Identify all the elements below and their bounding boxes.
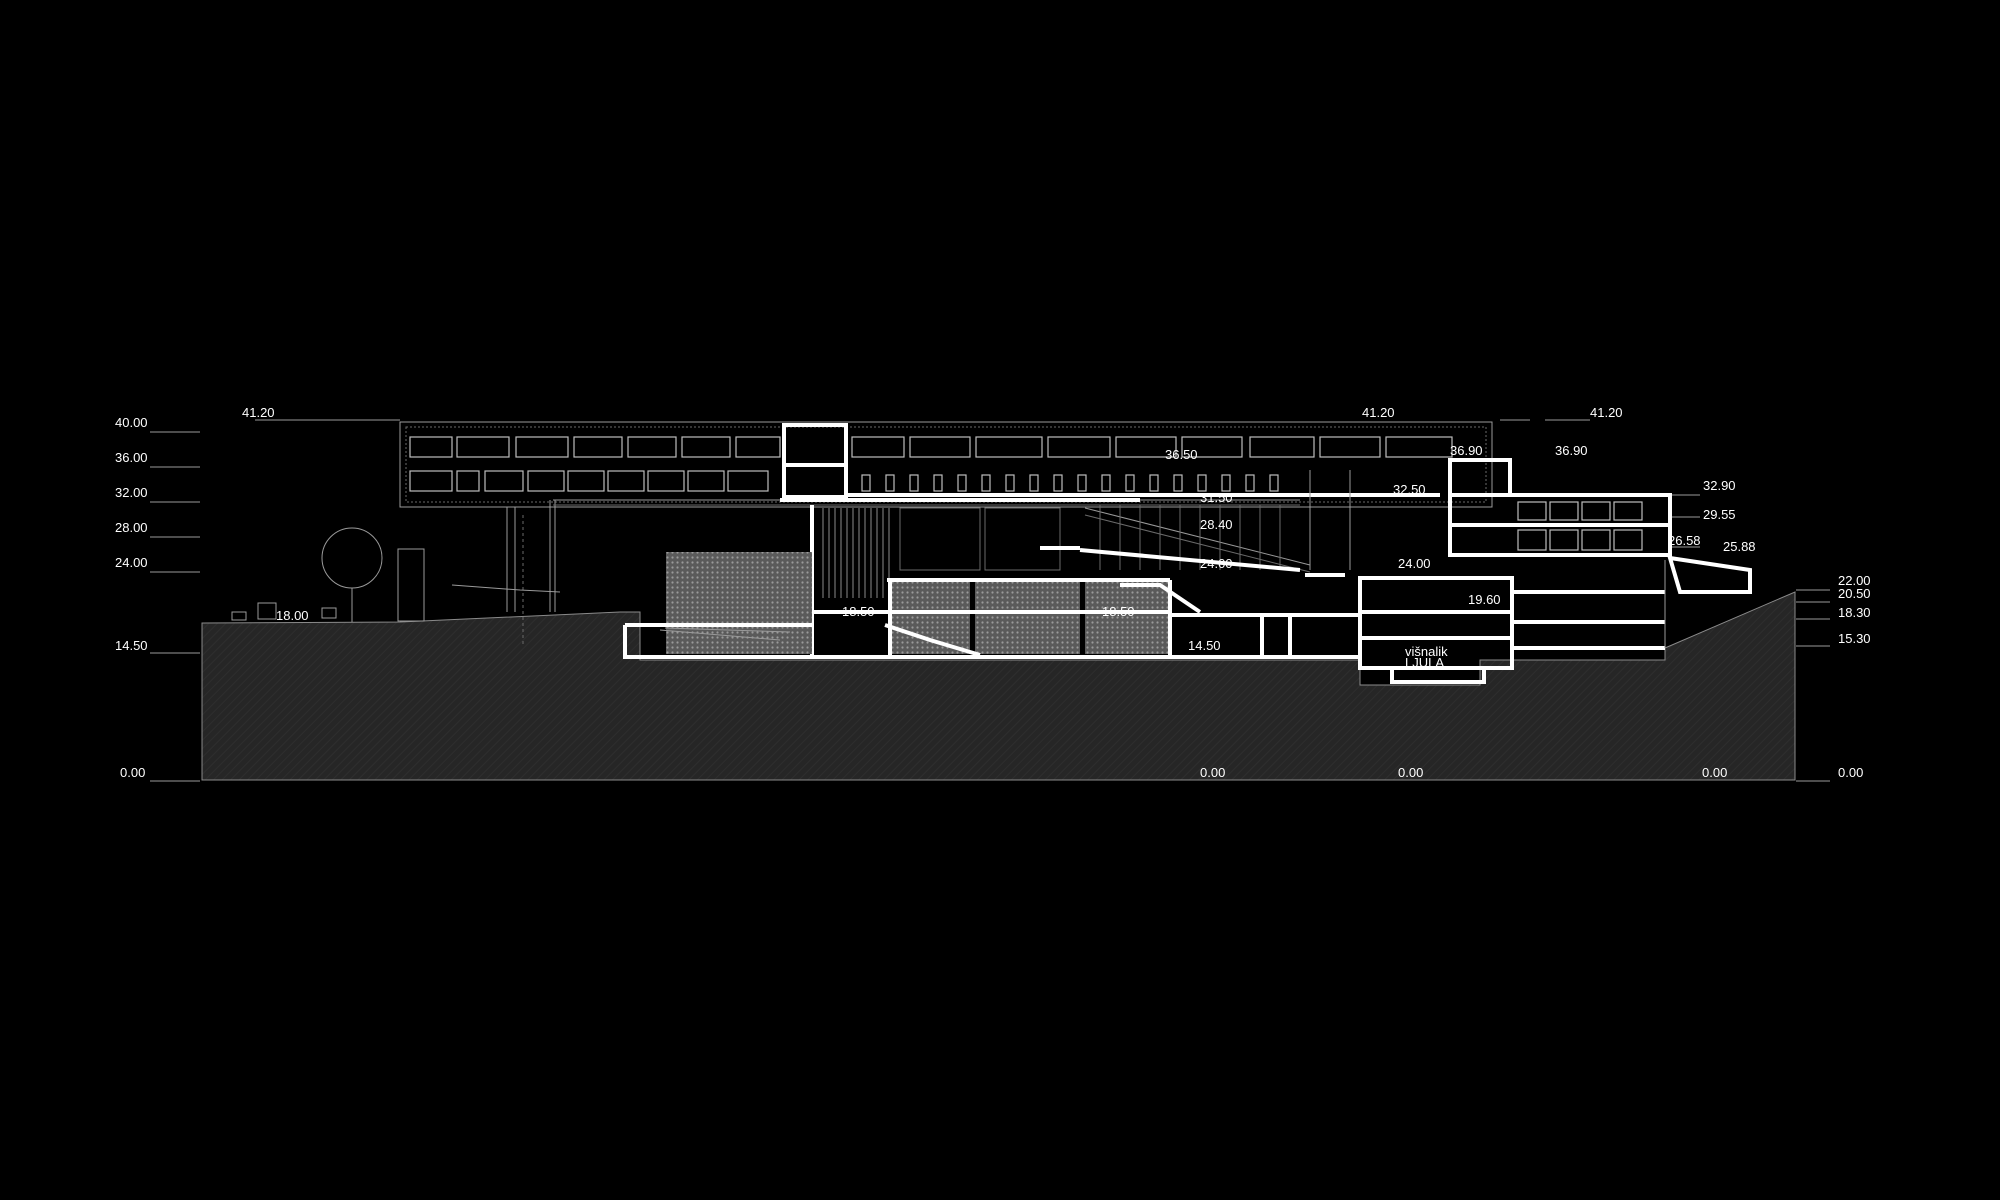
right-level-ticks xyxy=(1670,494,1830,782)
level-label: 32.50 xyxy=(1393,482,1426,497)
room-label: višnalik LJULA xyxy=(1405,644,1448,670)
level-label: 41.20 xyxy=(242,405,275,420)
level-label: 20.50 xyxy=(1838,586,1871,601)
level-label: 14.50 xyxy=(1188,638,1221,653)
level-label: 31.50 xyxy=(1200,490,1233,505)
level-label: 0.00 xyxy=(1398,765,1423,780)
level-label: 14.50 xyxy=(115,638,148,653)
right-level-labels: 32.90 29.55 26.58 25.88 22.00 20.50 18.3… xyxy=(1668,478,1871,646)
level-label: 24.00 xyxy=(1200,556,1233,571)
level-label: 32.90 xyxy=(1703,478,1736,493)
level-label: 18.50 xyxy=(1102,604,1135,619)
level-label: 36.90 xyxy=(1450,443,1483,458)
level-label: 0.00 xyxy=(120,765,145,780)
room-label-line2: LJULA xyxy=(1405,655,1444,670)
level-label: 18.50 xyxy=(842,604,875,619)
street-scene xyxy=(231,527,561,622)
level-label: 29.55 xyxy=(1703,507,1736,522)
level-label: 18.00 xyxy=(276,608,309,623)
level-label: 28.00 xyxy=(115,520,148,535)
base-level-labels: 0.00 0.00 0.00 0.00 xyxy=(1200,765,1863,780)
level-label: 40.00 xyxy=(115,415,148,430)
mid-section-structure xyxy=(506,498,1345,657)
level-label: 41.20 xyxy=(1362,405,1395,420)
level-label: 24.00 xyxy=(115,555,148,570)
level-label: 26.58 xyxy=(1668,533,1701,548)
level-label: 0.00 xyxy=(1838,765,1863,780)
level-label: 36.90 xyxy=(1555,443,1588,458)
roof-level-labels: 41.20 41.20 41.20 36.90 36.90 xyxy=(242,405,1623,458)
level-label: 15.30 xyxy=(1838,631,1871,646)
left-level-ticks xyxy=(150,419,1590,782)
interior-level-labels: 36.50 31.50 28.40 32.50 24.00 24.00 19.6… xyxy=(276,447,1501,653)
right-parking-block xyxy=(1309,458,1752,684)
level-label: 24.00 xyxy=(1398,556,1431,571)
upper-floating-block xyxy=(399,421,1493,508)
lower-floor-slabs xyxy=(623,578,1360,659)
level-label: 18.30 xyxy=(1838,605,1871,620)
level-label: 19.60 xyxy=(1468,592,1501,607)
ground-mass xyxy=(201,591,1796,781)
level-label: 0.00 xyxy=(1200,765,1225,780)
level-label: 25.88 xyxy=(1723,539,1756,554)
room-label-line1: višnalik xyxy=(1405,644,1448,659)
left-level-labels: 40.00 36.00 32.00 28.00 24.00 14.50 0.00 xyxy=(115,415,148,780)
level-label: 36.50 xyxy=(1165,447,1198,462)
level-label: 32.00 xyxy=(115,485,148,500)
level-label: 41.20 xyxy=(1590,405,1623,420)
level-label: 28.40 xyxy=(1200,517,1233,532)
level-label: 0.00 xyxy=(1702,765,1727,780)
level-label: 36.00 xyxy=(115,450,148,465)
level-label: 22.00 xyxy=(1838,573,1871,588)
